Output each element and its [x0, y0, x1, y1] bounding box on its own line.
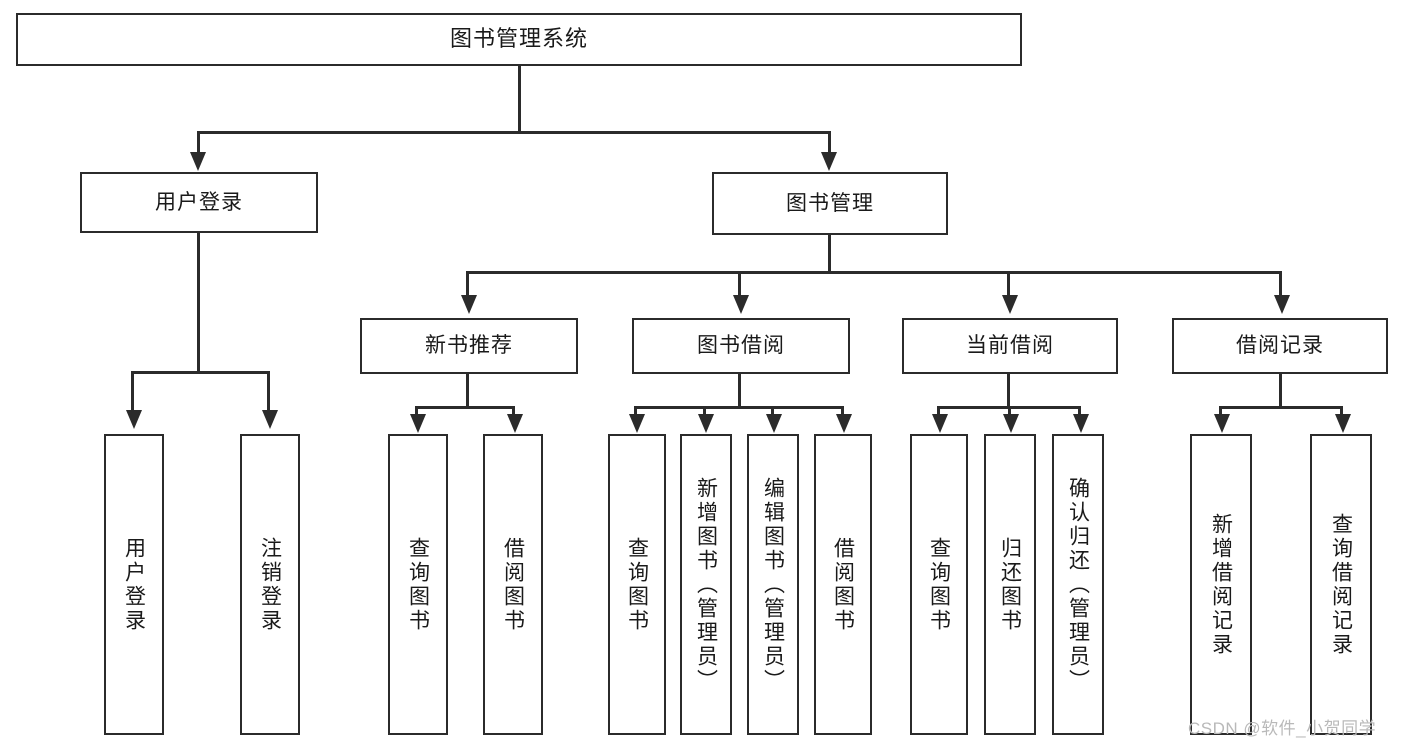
- node-root-book-management-system[interactable]: 图书管理系统: [16, 13, 1022, 66]
- arrowhead-leaf-query-book-2: [629, 414, 645, 433]
- node-label: 新书推荐: [425, 334, 513, 358]
- edge-nb-to-leaf1: [415, 406, 418, 418]
- edge-root-fanbar: [197, 131, 831, 134]
- arrowhead-leaf-return-book: [1003, 414, 1019, 433]
- arrowhead-leaf-query-book-3: [932, 414, 948, 433]
- edge-book-manage-stem: [828, 235, 831, 273]
- node-user-login[interactable]: 用户登录: [80, 172, 318, 233]
- edge-bb-to-leaf3: [771, 406, 774, 418]
- node-label: 图书借阅: [697, 334, 785, 358]
- node-label: 查询图书: [927, 536, 951, 633]
- edge-book-borrow-stem: [738, 374, 741, 408]
- edge-bm-to-borrow-record: [1279, 271, 1282, 297]
- node-leaf-query-borrow-record[interactable]: 查询借阅记录: [1310, 434, 1372, 735]
- edge-root-to-book-manage: [828, 131, 831, 156]
- edge-user-login-to-leaf2: [267, 371, 270, 412]
- arrowhead-leaf-borrow-book-2: [836, 414, 852, 433]
- node-book-borrow[interactable]: 图书借阅: [632, 318, 850, 374]
- edge-borrow-record-fanbar: [1219, 406, 1342, 409]
- edge-bb-to-leaf1: [634, 406, 637, 418]
- node-label: 新增图书（管理员）: [694, 476, 718, 693]
- node-label: 图书管理系统: [449, 26, 588, 52]
- node-label: 当前借阅: [966, 334, 1054, 358]
- edge-br-to-leaf2: [1340, 406, 1343, 418]
- edge-bm-to-current-borrow: [1007, 271, 1010, 297]
- arrowhead-leaf-user-login: [126, 410, 142, 429]
- node-borrow-record[interactable]: 借阅记录: [1172, 318, 1388, 374]
- edge-current-borrow-stem: [1007, 374, 1010, 408]
- edge-bm-to-new-book: [466, 271, 469, 297]
- edge-user-login-fanbar: [131, 371, 269, 374]
- arrowhead-leaf-query-borrow-record: [1335, 414, 1351, 433]
- edge-book-borrow-fanbar: [634, 406, 843, 409]
- node-book-manage[interactable]: 图书管理: [712, 172, 948, 235]
- arrowhead-current-borrow: [1002, 295, 1018, 314]
- edge-cb-to-leaf1: [937, 406, 940, 418]
- edge-nb-to-leaf2: [512, 406, 515, 418]
- arrowhead-leaf-edit-book-admin: [766, 414, 782, 433]
- node-label: 归还图书: [998, 536, 1022, 633]
- node-label: 图书管理: [786, 191, 874, 215]
- edge-borrow-record-stem: [1279, 374, 1282, 408]
- arrowhead-leaf-query-book-1: [410, 414, 426, 433]
- edge-book-manage-fanbar: [466, 271, 1282, 274]
- arrowhead-leaf-logout: [262, 410, 278, 429]
- node-label: 编辑图书（管理员）: [761, 476, 785, 693]
- node-leaf-logout[interactable]: 注销登录: [240, 434, 300, 735]
- node-label: 注销登录: [258, 536, 282, 633]
- node-label: 查询图书: [625, 536, 649, 633]
- node-label: 用户登录: [122, 536, 146, 633]
- node-label: 确认归还（管理员）: [1066, 476, 1090, 693]
- node-leaf-query-book-3[interactable]: 查询图书: [910, 434, 968, 735]
- arrowhead-book-manage: [821, 152, 837, 171]
- arrowhead-leaf-confirm-return-admin: [1073, 414, 1089, 433]
- node-leaf-confirm-return-admin[interactable]: 确认归还（管理员）: [1052, 434, 1104, 735]
- node-leaf-return-book[interactable]: 归还图书: [984, 434, 1036, 735]
- edge-root-to-user-login: [197, 131, 200, 156]
- arrowhead-leaf-add-book-admin: [698, 414, 714, 433]
- node-current-borrow[interactable]: 当前借阅: [902, 318, 1118, 374]
- node-leaf-borrow-book-2[interactable]: 借阅图书: [814, 434, 872, 735]
- node-leaf-user-login[interactable]: 用户登录: [104, 434, 164, 735]
- node-leaf-query-book-1[interactable]: 查询图书: [388, 434, 448, 735]
- node-label: 查询借阅记录: [1329, 512, 1353, 657]
- arrowhead-book-borrow: [733, 295, 749, 314]
- node-leaf-edit-book-admin[interactable]: 编辑图书（管理员）: [747, 434, 799, 735]
- edge-cb-to-leaf3: [1078, 406, 1081, 418]
- edge-new-book-stem: [466, 374, 469, 408]
- node-label: 用户登录: [155, 190, 243, 214]
- arrowhead-leaf-borrow-book-1: [507, 414, 523, 433]
- edge-bb-to-leaf4: [841, 406, 844, 418]
- edge-bb-to-leaf2: [703, 406, 706, 418]
- arrowhead-user-login: [190, 152, 206, 171]
- node-leaf-borrow-book-1[interactable]: 借阅图书: [483, 434, 543, 735]
- node-new-book-recommend[interactable]: 新书推荐: [360, 318, 578, 374]
- node-leaf-add-book-admin[interactable]: 新增图书（管理员）: [680, 434, 732, 735]
- edge-br-to-leaf1: [1219, 406, 1222, 418]
- node-label: 借阅图书: [831, 536, 855, 633]
- arrowhead-new-book-recommend: [461, 295, 477, 314]
- arrowhead-leaf-add-borrow-record: [1214, 414, 1230, 433]
- node-label: 借阅图书: [501, 536, 525, 633]
- watermark-text: CSDN @软件_小贺同学: [1188, 719, 1377, 738]
- edge-bm-to-book-borrow: [738, 271, 741, 297]
- arrowhead-borrow-record: [1274, 295, 1290, 314]
- edge-user-login-stem: [197, 233, 200, 373]
- edge-cb-to-leaf2: [1008, 406, 1011, 418]
- node-leaf-query-book-2[interactable]: 查询图书: [608, 434, 666, 735]
- edge-new-book-fanbar: [415, 406, 515, 409]
- edge-user-login-to-leaf1: [131, 371, 134, 412]
- node-label: 新增借阅记录: [1209, 512, 1233, 657]
- edge-root-stem: [518, 66, 521, 133]
- node-label: 查询图书: [406, 536, 430, 633]
- node-label: 借阅记录: [1236, 334, 1324, 358]
- node-leaf-add-borrow-record[interactable]: 新增借阅记录: [1190, 434, 1252, 735]
